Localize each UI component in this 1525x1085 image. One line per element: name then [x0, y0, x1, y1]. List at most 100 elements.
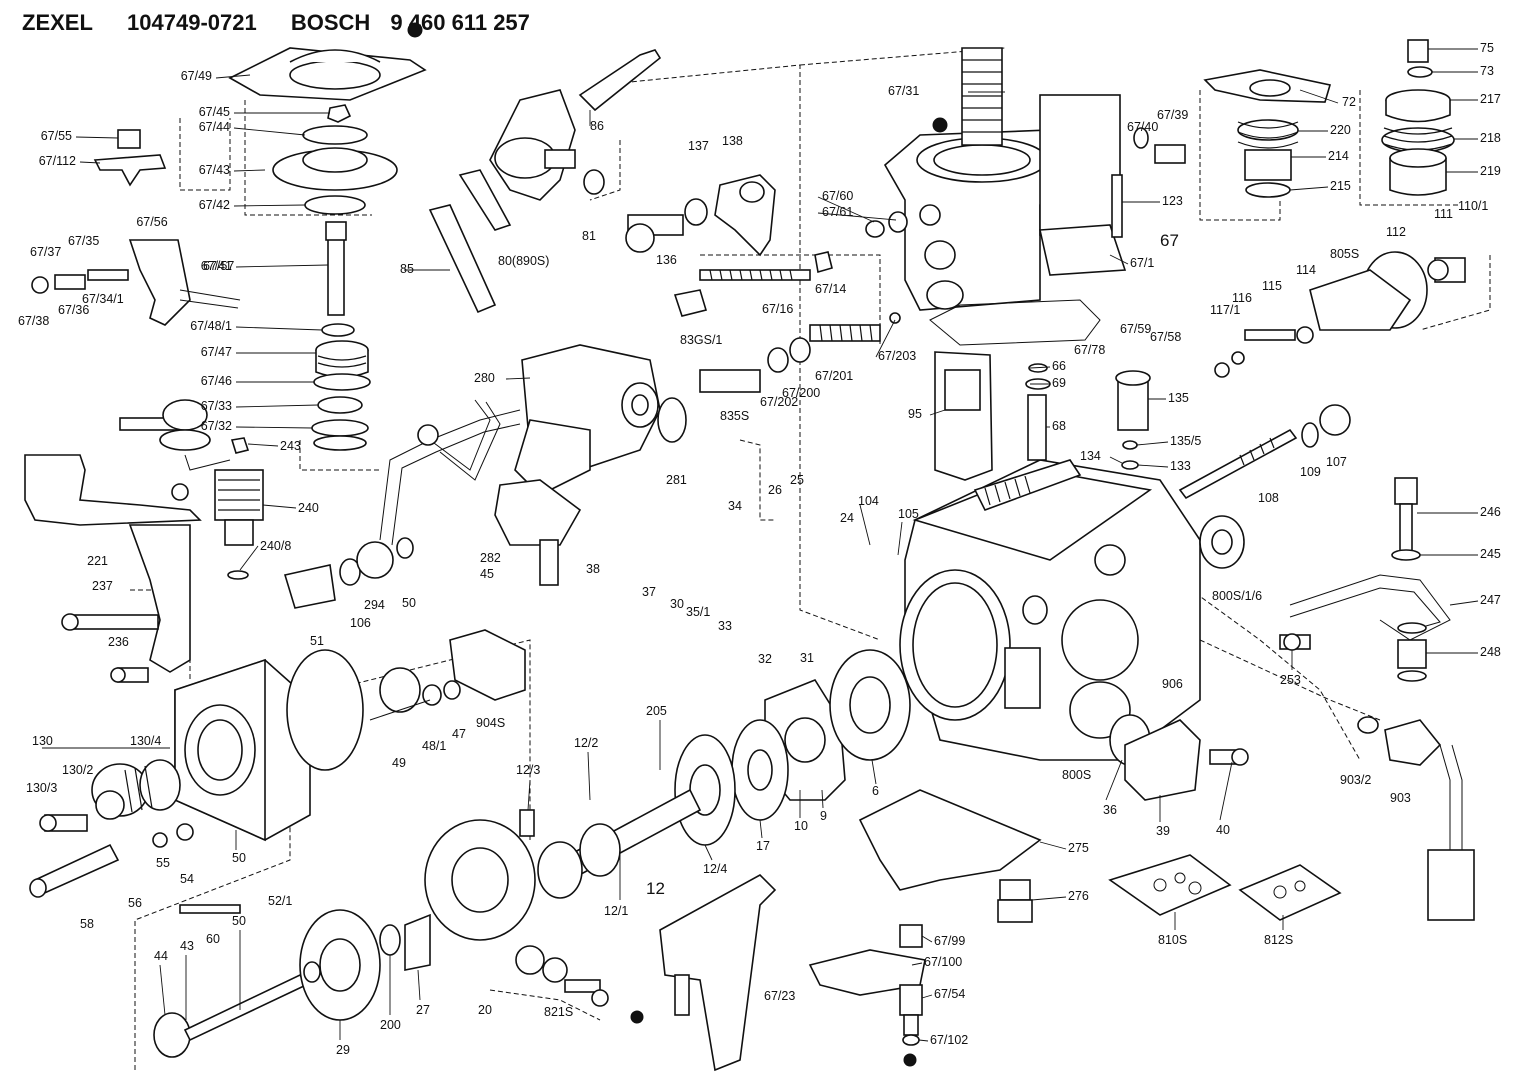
part-label-p30: 30: [670, 597, 684, 611]
part-label-p17: 17: [756, 839, 770, 853]
part-label-p49: 49: [392, 756, 406, 770]
part-label-p44: 44: [154, 949, 168, 963]
part-label-p67-102: 67/102: [930, 1033, 968, 1047]
part-label-p821s: 821S: [544, 1005, 573, 1019]
part-label-p111: 111: [1434, 207, 1453, 221]
part-label-p67-32: 67/32: [201, 419, 232, 433]
part-label-p67-40: 67/40: [1127, 120, 1158, 134]
part-label-p67-35: 67/35: [68, 234, 99, 248]
part-label-p136: 136: [656, 253, 677, 267]
part-label-p31: 31: [800, 651, 814, 665]
part-label-p135-5: 135/5: [1170, 434, 1201, 448]
part-label-p32: 32: [758, 652, 772, 666]
part-label-p221: 221: [87, 554, 108, 568]
part-label-p72: 72: [1342, 95, 1356, 109]
part-label-p123: 123: [1162, 194, 1183, 208]
part-label-p36: 36: [1103, 803, 1117, 817]
part-label-p29: 29: [336, 1043, 350, 1057]
cover-plate-39-and-gaskets: [1108, 714, 1342, 921]
part-label-p67-100: 67/100: [924, 955, 962, 969]
part-label-p67-48-1: 67/48/1: [190, 319, 232, 333]
part-label-p800s-1-6: 800S/1/6: [1212, 589, 1262, 603]
part-label-p217: 217: [1480, 92, 1501, 106]
part-label-p60: 60: [206, 932, 220, 946]
part-label-p812s: 812S: [1264, 933, 1293, 947]
pressure-control-assembly: [283, 344, 687, 609]
control-lever-assembly: [428, 49, 776, 314]
part-label-p110-1: 110/1: [1458, 199, 1488, 213]
part-label-p805s: 805S: [1330, 247, 1359, 261]
brand-bosch: BOSCH: [290, 10, 371, 35]
part-label-p51: 51: [310, 634, 324, 648]
part-label-p275: 275: [1068, 841, 1089, 855]
part-label-p67-46: 67/46: [201, 374, 232, 388]
part-label-p130: 130: [32, 734, 53, 748]
part-label-p248: 248: [1480, 645, 1501, 659]
part-label-p67-201: 67/201: [815, 369, 853, 383]
part-label-p34: 34: [728, 499, 742, 513]
part-label-p246: 246: [1480, 505, 1501, 519]
part-label-p20: 20: [478, 1003, 492, 1017]
part-label-p67-43: 67/43: [199, 163, 230, 177]
part-label-p47: 47: [452, 727, 466, 741]
part-label-p67-58: 67/58: [1150, 330, 1181, 344]
part-label-p903-2: 903/2: [1340, 773, 1371, 787]
part-label-p106: 106: [350, 616, 371, 630]
part-label-p214: 214: [1328, 149, 1349, 163]
part-label-p253: 253: [1280, 673, 1301, 687]
part-label-p10: 10: [794, 819, 808, 833]
stop-solenoid-95: [934, 351, 1082, 511]
part-label-p906: 906: [1162, 677, 1183, 691]
part-label-p43: 43: [180, 939, 194, 953]
part-label-p50c: 50: [232, 914, 246, 928]
part-label-p67-60: 67/60: [822, 189, 853, 203]
part-label-p67-203: 67/203: [878, 349, 916, 363]
part-label-p243: 243: [280, 439, 301, 453]
part-label-p67-14: 67/14: [815, 282, 846, 296]
drive-shaft-44: [153, 819, 609, 1058]
part-label-p67-55: 67/55: [41, 129, 72, 143]
part-label-p52-1: 52/1: [268, 894, 292, 908]
part-label-p85: 85: [400, 262, 414, 276]
part-label-p67-57: 67/57: [203, 259, 234, 273]
part-label-p54: 54: [180, 872, 194, 886]
part-label-p9: 9: [820, 809, 827, 823]
part-label-p50a: 50: [402, 596, 416, 610]
part-number-labels: 67/4967/4567/4467/5567/11267/4367/4267/5…: [18, 41, 1501, 1057]
part-label-p67-38: 67/38: [18, 314, 49, 328]
part-number-zexel: 104749-0721: [127, 10, 257, 35]
fuel-return-parts: [1115, 370, 1351, 569]
part-label-p810s: 810S: [1158, 933, 1187, 947]
part-label-p67-112: 67/112: [39, 154, 76, 168]
left-small-parts: [31, 129, 241, 326]
part-label-p35-1: 35/1: [686, 605, 710, 619]
part-label-p58: 58: [80, 917, 94, 931]
part-label-p109: 109: [1300, 465, 1321, 479]
part-label-p200: 200: [380, 1018, 401, 1032]
part-label-p130-3: 130/3: [26, 781, 57, 795]
part-label-p67-54: 67/54: [934, 987, 965, 1001]
part-label-p50b: 50: [232, 851, 246, 865]
part-label-p39: 39: [1156, 824, 1170, 838]
brand-zexel: ZEXEL: [22, 10, 93, 35]
part-label-p112: 112: [1386, 225, 1406, 239]
part-label-p81: 81: [582, 229, 596, 243]
adjusting-screw-assembly: [673, 204, 941, 393]
part-label-p67-45: 67/45: [199, 105, 230, 119]
part-label-p25: 25: [790, 473, 804, 487]
governor-cover-assembly: [228, 47, 427, 451]
part-label-p45: 45: [480, 567, 494, 581]
part-label-p56: 56: [128, 896, 142, 910]
part-label-p138: 138: [722, 134, 743, 148]
part-label-p218: 218: [1480, 131, 1501, 145]
part-label-p67-23: 67/23: [764, 989, 795, 1003]
part-label-p135: 135: [1168, 391, 1189, 405]
part-label-p68: 68: [1052, 419, 1066, 433]
part-label-p69: 69: [1052, 376, 1066, 390]
part-label-p281: 281: [666, 473, 687, 487]
part-label-p903: 903: [1390, 791, 1411, 805]
part-label-p26: 26: [768, 483, 782, 497]
part-label-p66: 66: [1052, 359, 1066, 373]
part-label-p108: 108: [1258, 491, 1279, 505]
part-label-p27: 27: [416, 1003, 430, 1017]
